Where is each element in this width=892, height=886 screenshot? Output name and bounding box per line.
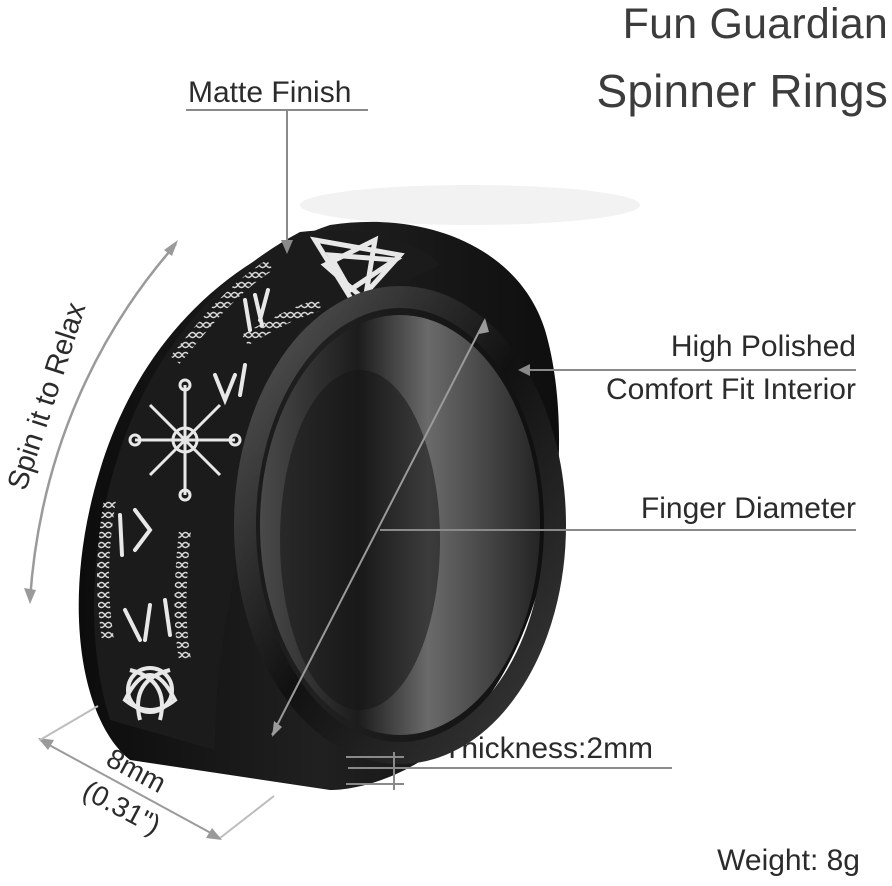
diameter-arrow-head-top <box>479 318 489 334</box>
width-arrow <box>39 739 221 839</box>
width-arrow-head-right <box>206 828 222 840</box>
celtic-braid-lower <box>174 529 191 662</box>
ring-shadow <box>300 185 640 225</box>
high-polished-label: High Polished <box>670 330 856 363</box>
weight-label: Weight: 8g <box>717 844 860 877</box>
ring-inner-edge <box>234 286 566 764</box>
spin-arc-arrow <box>28 243 177 601</box>
celtic-braid-left <box>97 499 116 641</box>
matte-finish-arrow <box>281 240 293 254</box>
triquetra-symbol <box>122 666 178 721</box>
ring-inner-shadow <box>280 370 440 710</box>
spin-arrow-head-bottom <box>24 588 36 604</box>
matte-finish-label: Matte Finish <box>188 76 352 109</box>
rune-glyphs <box>118 288 270 642</box>
diameter-arrow-head-bottom <box>272 721 282 737</box>
comfort-fit-label: Comfort Fit Interior <box>605 373 856 406</box>
thickness-label: Thickness:2mm <box>443 732 654 765</box>
title-line-2: Spinner Rings <box>596 65 888 117</box>
width-guide-left <box>39 705 99 741</box>
finger-diameter-label: Finger Diameter <box>640 492 856 525</box>
valknut-symbol <box>309 235 405 310</box>
celtic-braid-middle <box>242 299 322 346</box>
title-line-1: Fun Guardian <box>622 0 888 48</box>
high-polished-arrow <box>518 364 530 376</box>
vegvisir-symbol <box>128 378 242 502</box>
width-guide-right <box>219 795 275 839</box>
width-arrow-head-left <box>38 738 54 750</box>
spin-arrow-head-top <box>164 240 178 256</box>
celtic-braid-upper <box>170 259 274 364</box>
diameter-arrow <box>271 319 486 736</box>
